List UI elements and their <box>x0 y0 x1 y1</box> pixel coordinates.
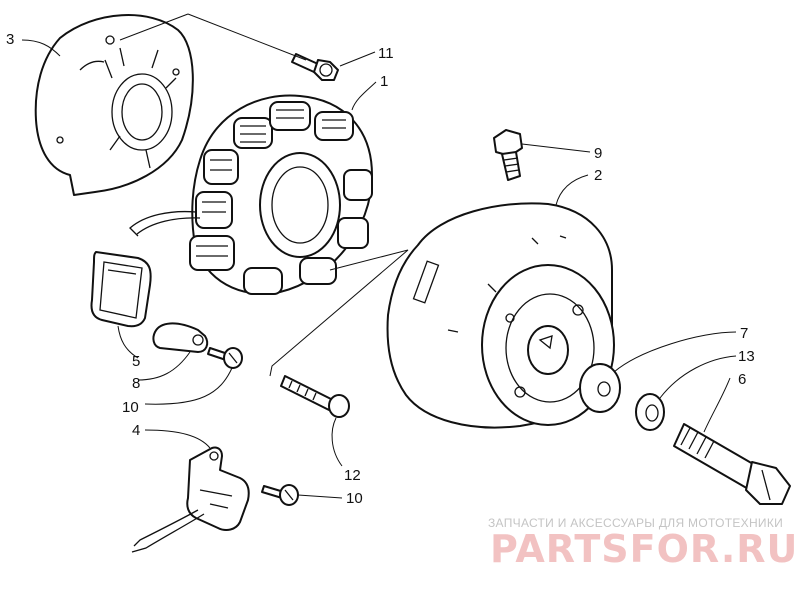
flange-bolt-11 <box>291 53 339 81</box>
stator-cover-plate <box>34 14 194 196</box>
stator-assembly <box>129 94 373 295</box>
bolt-9 <box>493 129 523 181</box>
callout-labels: 1 2 3 4 5 6 7 8 9 10 10 11 12 13 <box>6 31 755 507</box>
callout-10-lower: 10 <box>346 490 363 507</box>
callout-13: 13 <box>738 348 755 365</box>
screw-10-lower <box>261 484 299 506</box>
leader-lines <box>21 13 737 499</box>
flywheel-bolt-6 <box>673 423 791 505</box>
screw-10-upper <box>207 347 243 369</box>
pickup-sensor-4 <box>131 446 250 553</box>
callout-6: 6 <box>738 371 746 388</box>
washer-7 <box>579 363 621 413</box>
watermark-tagline: ЗАПЧАСТИ И АКСЕССУАРЫ ДЛЯ МОТОТЕХНИКИ <box>488 516 783 530</box>
wire-clamp <box>152 322 209 353</box>
pickup-pad <box>90 251 152 328</box>
lock-washer-13 <box>635 393 665 431</box>
callout-1: 1 <box>380 73 388 90</box>
callout-3: 3 <box>6 31 14 48</box>
callout-4: 4 <box>132 422 140 439</box>
callout-7: 7 <box>740 325 748 342</box>
callout-11: 11 <box>378 45 394 62</box>
callout-12: 12 <box>344 467 361 484</box>
callout-8: 8 <box>132 375 140 392</box>
long-bolt-12 <box>280 375 350 418</box>
callout-2: 2 <box>594 167 602 184</box>
watermark-logo: PARTSFOR.RU <box>490 527 798 571</box>
watermark: ЗАПЧАСТИ И АКСЕССУАРЫ ДЛЯ МОТОТЕХНИКИ PA… <box>488 516 798 571</box>
callout-9: 9 <box>594 145 602 162</box>
callout-10-upper: 10 <box>122 399 139 416</box>
callout-5: 5 <box>132 353 140 370</box>
